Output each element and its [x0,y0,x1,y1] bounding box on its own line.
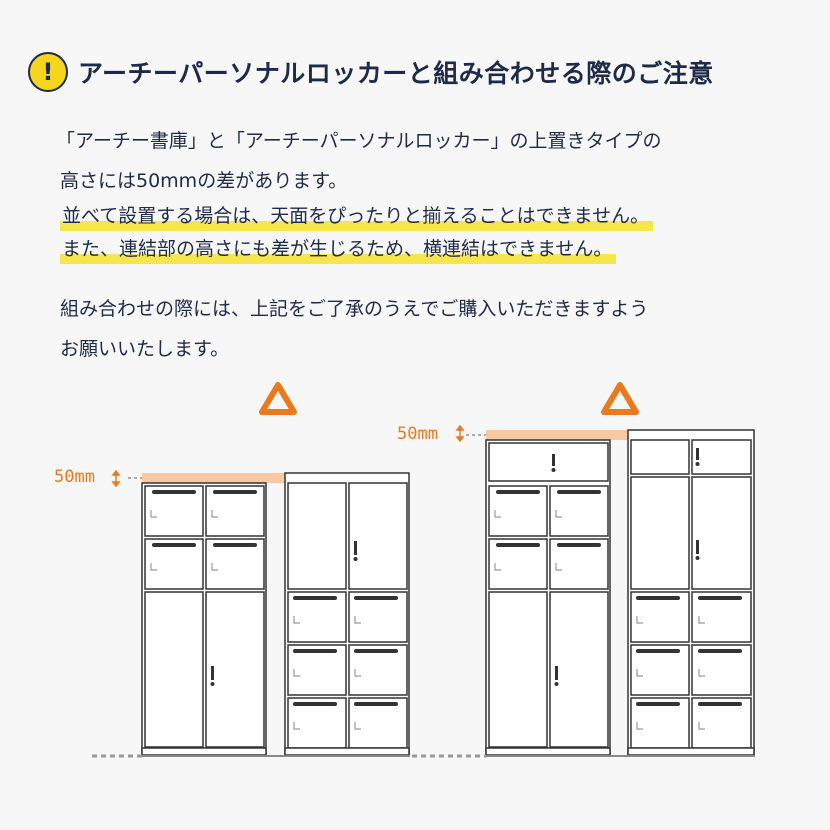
right-locker-cabinet [485,439,611,756]
left-locker-cabinet [141,482,267,756]
left-triangle-caution-icon [259,382,297,415]
highlighted-note-3: 並べて設置する場合は、天面をぴったりと揃えることはできません。 [60,205,654,231]
note-line-5: 組み合わせの際には、上記をご了承のうえでご購入いただきますよう [60,298,649,320]
note-line-1: 「アーチー書庫」と「アーチーパーソナルロッカー」の上置きタイプの [56,130,662,152]
left-gap-band [142,473,408,483]
notice-header: ! アーチーパーソナルロッカーと組み合わせる際のご注意 [28,52,714,92]
note-line-6: お願いいたします。 [60,338,230,360]
note-line-2: 高さには50mmの差があります。 [60,170,348,192]
note-line-4: また、連結部の高さにも差が生じるため、横連結はできません。 [60,238,617,264]
highlighted-note-4: また、連結部の高さにも差が生じるため、横連結はできません。 [60,238,617,264]
right-gap-band [486,430,754,440]
right-gap-label: 50mm [397,424,438,444]
left-gap-label: 50mm [54,467,95,487]
right-triangle-caution-icon [601,382,639,415]
page-title: アーチーパーソナルロッカーと組み合わせる際のご注意 [78,59,714,88]
right-bookcase-cabinet [627,429,755,756]
left-bookcase-cabinet [284,472,410,756]
warning-icon: ! [28,52,68,92]
note-line-3: 並べて設置する場合は、天面をぴったりと揃えることはできません。 [60,205,654,231]
